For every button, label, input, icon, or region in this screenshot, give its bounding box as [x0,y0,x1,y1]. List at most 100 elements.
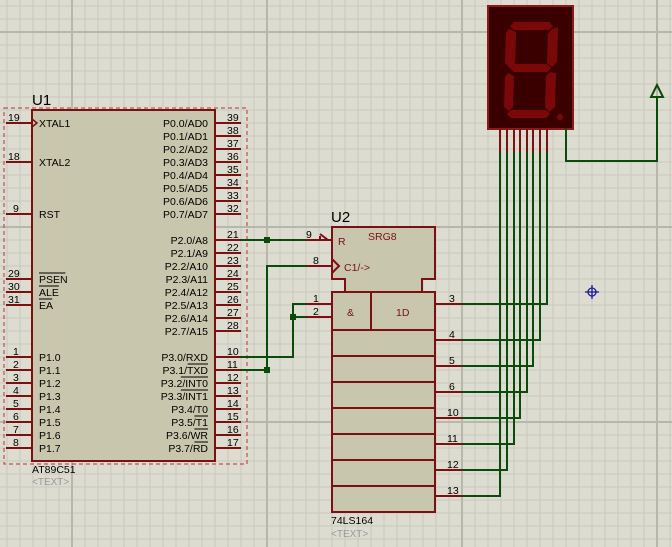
pin-number: 25 [227,281,239,293]
u2-74ls164[interactable]: U2 SRG8 R C1/-> & 1D 9 8 1 2 34561011121… [306,209,462,540]
u2-output-pin-13[interactable]: 13 [435,485,462,497]
wire-q7-to-display[interactable] [462,152,501,497]
wire-p31-to-clock[interactable] [241,265,306,371]
u2-output-pin-4[interactable]: 4 [435,329,462,341]
u2-output-pin-5[interactable]: 5 [435,355,462,367]
pin-label: P0.0/AD0 [163,118,208,130]
u2-register-rows [332,329,435,487]
pin-number: 11 [447,433,458,445]
u2-output-pin-10[interactable]: 10 [435,407,462,419]
u1-text-placeholder: <TEXT> [32,477,69,488]
pin-number: 11 [227,359,238,371]
u2-output-pin-6[interactable]: 6 [435,381,462,393]
pin-number: 7 [13,424,19,436]
wires[interactable] [241,239,306,371]
junctions [264,237,296,373]
pin-number: 10 [447,407,459,419]
u2-output-pin-11[interactable]: 11 [435,433,462,445]
pin-number: 2 [13,359,19,371]
pin-number: 12 [227,372,239,384]
pin-label: P3.7/RD [168,443,208,455]
wire-q6-to-display[interactable] [462,152,508,471]
u2-output-pin-3[interactable]: 3 [435,293,462,305]
pin-number: 8 [13,437,19,449]
u2-register-stack[interactable] [331,291,436,513]
wire-q5-to-display[interactable] [462,152,515,445]
pin-number: 26 [227,294,239,306]
pin-number: 31 [8,294,20,306]
pin-number: 12 [447,459,459,471]
wire-q4-to-display[interactable] [462,152,521,419]
pin-number: 24 [227,268,239,280]
u2-output-pin-12[interactable]: 12 [435,459,462,471]
pin-number: 36 [227,151,239,163]
wire-q2-to-display[interactable] [462,152,534,367]
pin-number: 21 [227,229,239,241]
wire-q0-to-display[interactable] [462,152,548,305]
pin-label: P2.4/A12 [165,287,208,299]
pin-number: 34 [227,177,239,189]
output-wires[interactable] [462,152,548,497]
pin-label: XTAL2 [39,157,70,169]
wire-p30-to-ab[interactable] [241,303,306,358]
pin-number: 3 [449,293,455,305]
pin-number: 4 [449,329,455,341]
pin-label: EA [39,300,53,312]
seven-segment-display[interactable] [487,5,574,152]
wire-q3-to-display[interactable] [462,152,528,393]
pin-label: P1.4 [39,404,61,416]
pin-number: 5 [449,355,455,367]
power-terminal[interactable] [565,82,665,162]
segment-e [504,73,514,111]
wire-q1-to-display[interactable] [462,152,541,341]
u2-output-pins: 3 4 5 6 10 11 12 13 [435,293,462,497]
power-wire[interactable] [565,96,658,162]
pin-number: 22 [227,242,239,254]
pin-label: P2.3/A11 [166,274,209,286]
u1-body[interactable] [31,109,216,462]
pin-number: 32 [227,203,239,215]
pin-label: P1.7 [39,443,61,455]
pin-number: 30 [8,281,20,293]
